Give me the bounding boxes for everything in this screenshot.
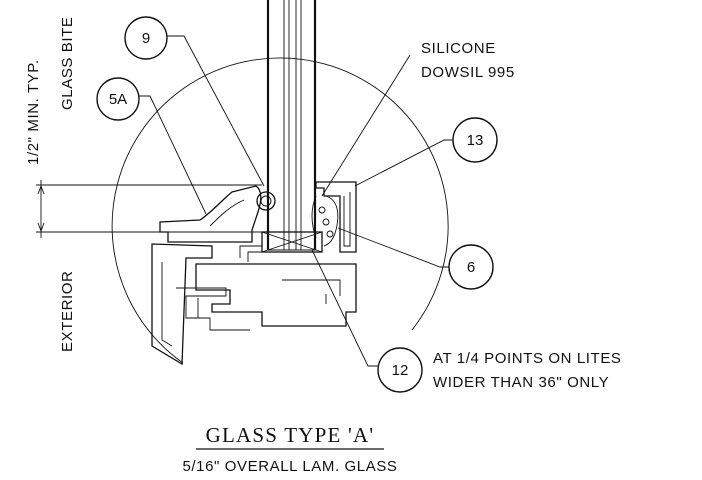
glass-bite-dimension-label: 1/2" MIN. TYP. bbox=[25, 59, 42, 165]
setting-block-note-line2: WIDER THAN 36" ONLY bbox=[433, 374, 609, 391]
detail-title: GLASS TYPE 'A' bbox=[206, 423, 375, 447]
setting-block-note-line1: AT 1/4 POINTS ON LITES bbox=[433, 350, 622, 367]
bite-dimension bbox=[36, 180, 262, 238]
detail-subtitle: 5/16" OVERALL LAM. GLASS bbox=[182, 458, 397, 475]
svg-text:9: 9 bbox=[142, 30, 150, 47]
callout-9: 9 bbox=[124, 16, 168, 60]
silicone-label: SILICONE bbox=[421, 40, 496, 57]
glass-bite-label: GLASS BITE bbox=[59, 16, 76, 110]
detail-circle bbox=[111, 57, 449, 364]
svg-text:5A: 5A bbox=[109, 91, 127, 108]
callout-6: 6 bbox=[448, 244, 494, 290]
glazing-stop bbox=[315, 181, 357, 253]
leader-lines bbox=[138, 35, 453, 367]
silicone-product-label: DOWSIL 995 bbox=[421, 64, 515, 81]
callout-12: 12 bbox=[377, 347, 423, 393]
frame-extrusion bbox=[151, 243, 357, 366]
exterior-label: EXTERIOR bbox=[59, 271, 76, 352]
callout-5a: 5A bbox=[96, 77, 140, 121]
glazing-gasket bbox=[256, 191, 276, 211]
glass-lite bbox=[266, 0, 317, 251]
svg-text:13: 13 bbox=[467, 132, 484, 149]
setting-block bbox=[261, 231, 323, 253]
svg-text:12: 12 bbox=[392, 362, 409, 379]
callout-13: 13 bbox=[452, 117, 498, 163]
exterior-glazing-bead bbox=[159, 185, 262, 243]
silicone-bead bbox=[311, 195, 317, 239]
svg-text:6: 6 bbox=[467, 259, 475, 276]
